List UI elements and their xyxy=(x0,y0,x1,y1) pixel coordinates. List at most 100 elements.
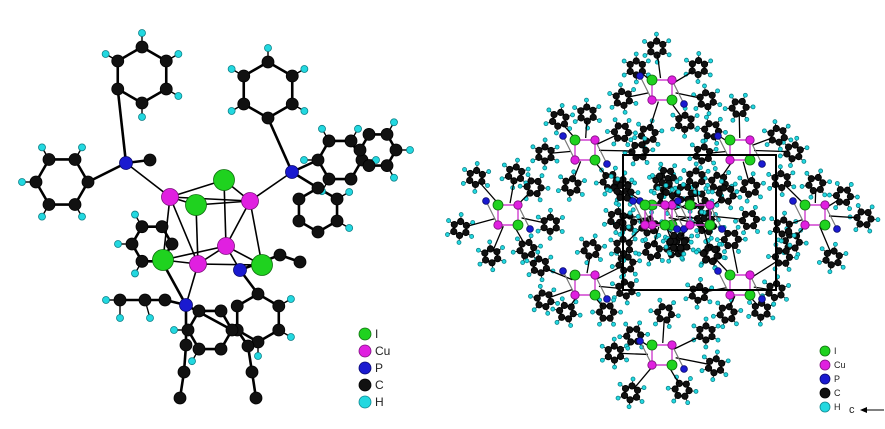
atom-h xyxy=(474,161,480,166)
atom-h xyxy=(767,230,773,235)
atom-c xyxy=(656,315,664,323)
axis-label-c: c xyxy=(849,404,855,416)
atom-h xyxy=(517,183,523,189)
atom-c xyxy=(626,326,634,334)
c-c-bond xyxy=(596,266,621,280)
atom-h xyxy=(654,31,659,37)
atom-h xyxy=(791,184,797,190)
atom-c xyxy=(534,177,542,186)
atom-h xyxy=(609,251,614,257)
atom-h xyxy=(227,107,236,115)
atom-c xyxy=(535,301,543,309)
atom-c xyxy=(842,198,851,206)
atom-c xyxy=(604,346,612,354)
atom-h xyxy=(632,236,638,242)
atom-c xyxy=(783,173,791,181)
atom-h xyxy=(300,65,309,73)
atom-c xyxy=(638,141,646,149)
atom-h xyxy=(500,245,505,250)
atom-c xyxy=(785,253,794,261)
atom-c xyxy=(230,299,244,313)
atom-h xyxy=(629,177,635,183)
atom-h xyxy=(174,92,183,100)
atom-c xyxy=(618,87,626,96)
atom-cu xyxy=(685,220,695,230)
atom-h xyxy=(545,310,551,316)
atom-h xyxy=(476,247,481,253)
atom-cu xyxy=(570,155,580,165)
atom-c xyxy=(159,82,173,96)
atom-h xyxy=(287,295,295,303)
atom-c xyxy=(362,128,376,141)
atom-i xyxy=(492,199,504,211)
c-c-bond xyxy=(621,352,649,356)
atom-i xyxy=(659,219,671,231)
atom-h xyxy=(632,271,638,277)
legend-swatch-cu xyxy=(358,344,372,358)
atom-c xyxy=(731,229,739,237)
atom-c xyxy=(823,249,832,257)
atom-h xyxy=(739,206,744,211)
atom-c xyxy=(778,230,786,238)
atom-c xyxy=(651,128,659,137)
atom-h xyxy=(714,349,720,355)
atom-h xyxy=(794,255,799,260)
atom-h xyxy=(717,102,723,108)
atom-c xyxy=(521,252,529,260)
atom-h xyxy=(131,269,139,278)
legend-label-h: H xyxy=(375,395,384,409)
atom-c xyxy=(466,169,474,178)
atom-c xyxy=(751,188,759,196)
c-c-bond xyxy=(585,121,588,139)
atom-h xyxy=(699,209,705,215)
atom-c xyxy=(542,302,550,311)
atom-c xyxy=(675,115,683,123)
atom-h xyxy=(406,146,414,154)
atom-c xyxy=(353,143,367,157)
atom-c xyxy=(626,67,634,76)
atom-h xyxy=(642,53,648,58)
atom-c xyxy=(607,217,615,226)
atom-h xyxy=(633,250,639,256)
atom-i xyxy=(744,154,756,166)
atom-h xyxy=(827,179,833,185)
atom-h xyxy=(663,244,669,250)
legend-entry-p: P xyxy=(819,373,840,385)
atom-c xyxy=(846,192,855,201)
atom-h xyxy=(675,189,681,195)
atom-h xyxy=(641,385,647,391)
atom-h xyxy=(609,264,615,269)
atom-p xyxy=(636,72,644,80)
atom-c xyxy=(81,175,95,189)
atom-h xyxy=(707,299,713,305)
atom-h xyxy=(663,183,669,188)
atom-c xyxy=(42,153,56,166)
right-element-legend: I Cu P C H xyxy=(819,345,846,413)
atom-cu xyxy=(161,188,179,206)
atom-h xyxy=(593,180,599,186)
atom-h xyxy=(694,113,700,118)
atom-c xyxy=(616,289,624,297)
atom-c xyxy=(613,99,621,107)
atom-h xyxy=(639,399,645,404)
atom-c xyxy=(710,369,718,377)
atom-c xyxy=(697,202,705,210)
atom-h xyxy=(622,109,628,115)
atom-c xyxy=(518,240,526,248)
atom-c xyxy=(525,238,533,247)
atom-h xyxy=(584,97,589,103)
legend-label-h: H xyxy=(834,402,841,412)
atom-h xyxy=(688,239,694,245)
atom-h xyxy=(643,237,648,243)
atom-h xyxy=(660,238,666,244)
atom-h xyxy=(855,203,861,208)
atom-c xyxy=(698,157,706,165)
atom-c xyxy=(639,125,648,133)
atom-c xyxy=(647,253,655,261)
atom-h xyxy=(666,38,672,44)
atom-h xyxy=(722,106,728,112)
c-c-bond xyxy=(266,117,294,173)
atom-c xyxy=(777,291,785,299)
atom-h xyxy=(612,165,618,171)
atom-c xyxy=(698,178,706,186)
